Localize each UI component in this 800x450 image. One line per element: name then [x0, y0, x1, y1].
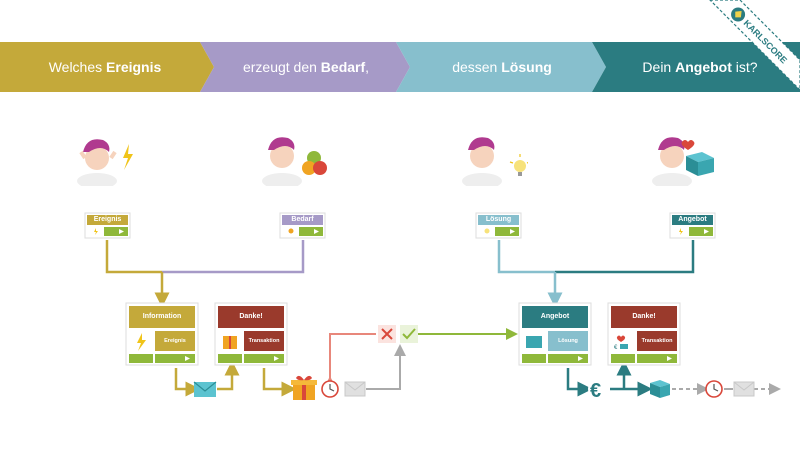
card-information [125, 302, 199, 366]
banner-text-bedarf: erzeugt den Bedarf, [242, 59, 370, 75]
card-angebot-big [518, 302, 592, 366]
banner-segment-bedarf [200, 42, 410, 92]
euro-icon: € [588, 379, 608, 402]
connector-info-to-mail [174, 368, 201, 397]
connector-mail-to-danke [217, 360, 240, 391]
connector-loesung [497, 240, 555, 274]
card-angebot-small [669, 212, 716, 239]
card-bedarf-title: Bedarf [291, 216, 314, 223]
reject-icon [378, 325, 396, 343]
accept-icon [400, 325, 418, 343]
card-loesung-title: Lösung [485, 216, 512, 223]
email-icon-1 [193, 381, 217, 397]
card-bedarf [279, 212, 326, 239]
card-angebot-title: Angebot [678, 216, 707, 223]
lightning-icon [123, 144, 133, 170]
banner-text-loesung: dessen Lösung [452, 59, 552, 75]
karlscore-logo[interactable]: KARLSCORE [690, 0, 800, 110]
card-danke1-label: Transaktion [248, 338, 280, 344]
card-information-label: Ereignis [164, 338, 186, 344]
connector-angebot-to-euro [566, 368, 593, 397]
card-information-title: Information [142, 313, 182, 320]
card-ereignis-title: Ereignis [93, 216, 122, 223]
card-danke2-label: Transaktion [641, 338, 673, 344]
banner-segment-ereignis [0, 42, 214, 92]
email-icon-2 [344, 381, 366, 397]
connector-angebot [555, 240, 695, 274]
card-danke2-title: Danke! [632, 313, 656, 320]
venn-needs-icon [302, 151, 327, 175]
person-thinking [262, 137, 327, 186]
connector-clock-up [324, 333, 376, 388]
person-idea [462, 137, 528, 186]
banner-segment-angebot [592, 42, 800, 92]
banner-segment-loesung [396, 42, 606, 92]
card-angebot-big-title: Angebot [540, 313, 570, 320]
lightbulb-icon [509, 154, 528, 176]
package-icon-small [650, 380, 670, 398]
card-ereignis [84, 212, 131, 239]
person-happy-package [652, 137, 714, 186]
connector-ereignis [105, 240, 162, 274]
connector-danke-to-gift [262, 368, 297, 397]
clock-icon-2 [705, 380, 723, 398]
heart-icon [681, 140, 695, 150]
card-danke1-title: Danke! [239, 313, 263, 320]
banner-text-angebot: Dein Angebot ist? [642, 59, 758, 75]
person-surprised [77, 139, 133, 186]
connector-mail2-up [366, 344, 406, 390]
card-loesung [475, 212, 522, 239]
gift-icon [291, 375, 317, 400]
card-danke-1 [214, 302, 288, 366]
package-icon [686, 152, 714, 176]
email-icon-3 [733, 381, 755, 397]
svg-text:€: € [590, 380, 601, 402]
connector-bedarf [162, 240, 305, 274]
card-danke-2: € [607, 302, 681, 366]
svg-text:€: € [614, 345, 618, 351]
card-angebot-big-label: Lösung [558, 338, 578, 344]
process-banner [0, 42, 800, 92]
banner-text-ereignis: Welches Ereignis [48, 59, 162, 75]
clock-icon-1 [321, 380, 339, 398]
